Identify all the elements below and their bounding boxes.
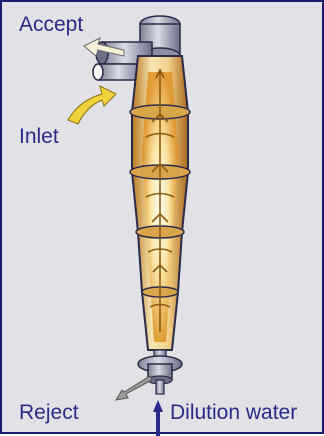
dilution-water-label: Dilution water (170, 402, 297, 423)
inlet-label: Inlet (19, 126, 59, 147)
inlet-flow-arrow-icon (68, 86, 116, 124)
accept-label: Accept (19, 14, 83, 35)
reject-housing (138, 350, 182, 394)
dilution-water-arrow-icon (153, 400, 163, 436)
reject-flow-arrow-icon (116, 376, 152, 400)
reject-label: Reject (19, 402, 79, 423)
